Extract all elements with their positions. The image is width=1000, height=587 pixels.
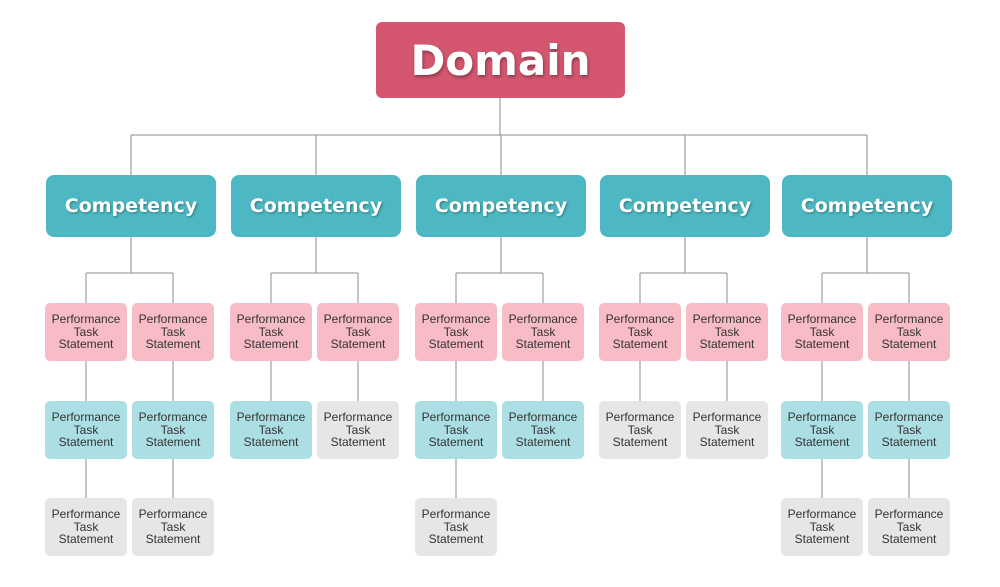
task-statement-box: Performance Task Statement	[317, 303, 399, 361]
competency-node: Competency	[782, 175, 952, 237]
competency-node: Competency	[600, 175, 770, 237]
task-statement-box: Performance Task Statement	[868, 401, 950, 459]
task-statement-box: Performance Task Statement	[415, 401, 497, 459]
domain-node: Domain	[376, 22, 625, 98]
task-statement-box: Performance Task Statement	[230, 303, 312, 361]
task-statement-box: Performance Task Statement	[781, 401, 863, 459]
competency-node: Competency	[231, 175, 401, 237]
competency-node: Competency	[416, 175, 586, 237]
task-statement-box: Performance Task Statement	[599, 303, 681, 361]
task-statement-box: Performance Task Statement	[781, 303, 863, 361]
task-statement-box: Performance Task Statement	[686, 401, 768, 459]
task-statement-box: Performance Task Statement	[230, 401, 312, 459]
task-statement-box: Performance Task Statement	[502, 401, 584, 459]
task-statement-box: Performance Task Statement	[45, 498, 127, 556]
task-statement-box: Performance Task Statement	[868, 303, 950, 361]
task-statement-box: Performance Task Statement	[781, 498, 863, 556]
task-statement-box: Performance Task Statement	[502, 303, 584, 361]
task-statement-box: Performance Task Statement	[686, 303, 768, 361]
competency-node: Competency	[46, 175, 216, 237]
task-statement-box: Performance Task Statement	[132, 303, 214, 361]
task-statement-box: Performance Task Statement	[132, 498, 214, 556]
task-statement-box: Performance Task Statement	[599, 401, 681, 459]
task-statement-box: Performance Task Statement	[868, 498, 950, 556]
task-statement-box: Performance Task Statement	[45, 401, 127, 459]
task-statement-box: Performance Task Statement	[45, 303, 127, 361]
task-statement-box: Performance Task Statement	[317, 401, 399, 459]
task-statement-box: Performance Task Statement	[415, 498, 497, 556]
task-statement-box: Performance Task Statement	[415, 303, 497, 361]
task-statement-box: Performance Task Statement	[132, 401, 214, 459]
